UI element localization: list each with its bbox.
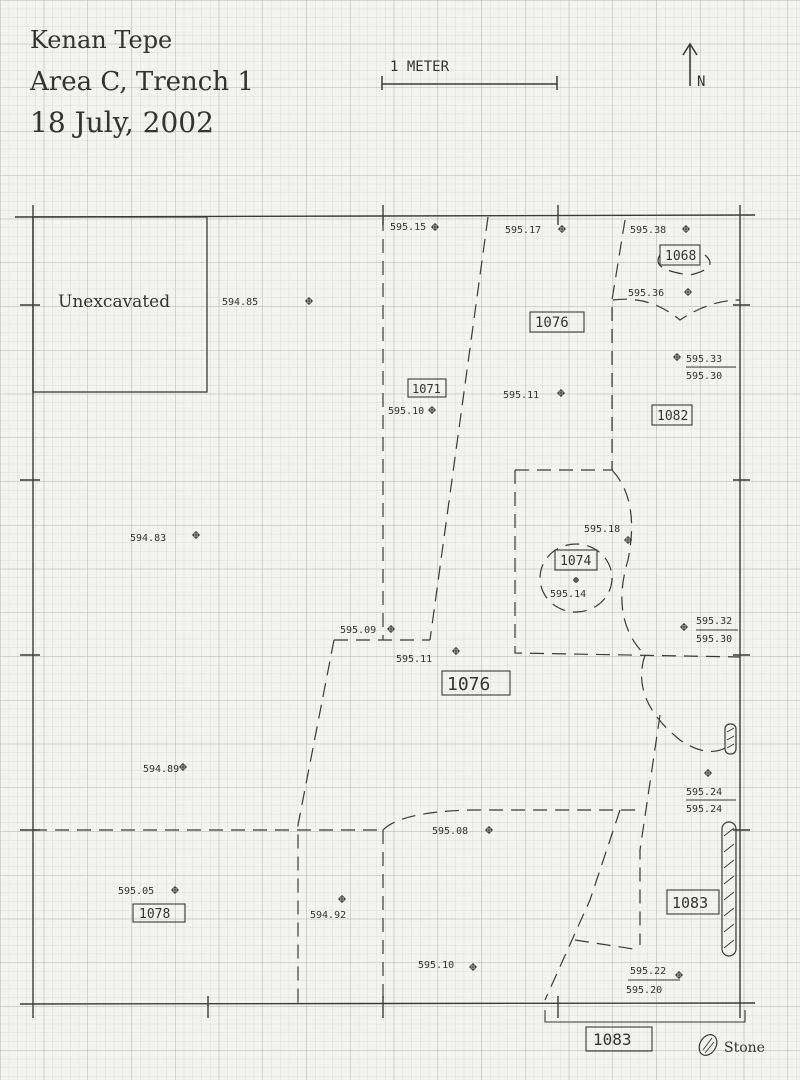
elevation-reading: 594.89: [143, 764, 179, 775]
elevation-reading: 595.10: [418, 960, 454, 971]
locus-label: 1076: [447, 674, 490, 695]
elevation-reading: 595.32: [696, 616, 732, 627]
legend: Stone: [698, 1034, 765, 1056]
locus-box-1074: [554, 549, 598, 571]
elevation-reading: 594.92: [310, 910, 346, 921]
elevation-marker-icon: [675, 971, 683, 979]
elevation-marker-icon: [452, 647, 460, 655]
locus-box-1078: [132, 903, 186, 923]
elevation-marker-icon: [680, 623, 688, 631]
legend-stone-label: Stone: [724, 1040, 765, 1056]
elevation-marker-icon: [624, 536, 632, 544]
scale-bar-label: 1 METER: [390, 59, 450, 75]
elevation-reading: 595.08: [432, 826, 468, 837]
elevation-reading: 595.30: [686, 371, 722, 382]
area-trench-title: Area C, Trench 1: [29, 67, 254, 97]
elevation-reading: 595.14: [550, 589, 586, 600]
locus-label: 1071: [412, 382, 441, 396]
elevation-marker-icon: [179, 763, 187, 771]
scale-bar: 1 METER: [381, 59, 558, 90]
stone-icon: [698, 1034, 718, 1056]
locus-label: 1078: [139, 907, 170, 922]
drawing-date: 18 July, 2002: [30, 106, 214, 139]
elevation-marker-icon: [428, 406, 436, 414]
stone-icon: [721, 821, 737, 957]
elevation-marker-icon: [704, 769, 712, 777]
elevation-reading: 594.85: [222, 297, 258, 308]
locus-box-1083-east: [666, 889, 720, 915]
elevation-marker-icon: [485, 826, 493, 834]
elevation-marker-icon: [557, 389, 565, 397]
elevation-points: 595.15 595.17 595.38 594.85 595.36 595.3…: [118, 222, 738, 996]
unexcavated-label: Unexcavated: [58, 292, 170, 312]
elevation-reading: 595.20: [626, 985, 662, 996]
stone-features: [544, 723, 746, 1023]
elevation-reading: 595.15: [390, 222, 426, 233]
elevation-marker-icon: [192, 531, 200, 539]
elevation-marker-icon: [171, 886, 179, 894]
elevation-reading: 595.11: [396, 654, 432, 665]
stone-icon: [724, 723, 737, 755]
elevation-marker-icon: [573, 577, 579, 583]
elevation-reading: 595.10: [388, 406, 424, 417]
elevation-reading: 595.18: [584, 524, 620, 535]
elevation-reading: 595.24: [686, 804, 722, 815]
locus-label: 1083: [593, 1030, 632, 1049]
elevation-marker-icon: [305, 297, 313, 305]
elevation-marker-icon: [338, 895, 346, 903]
elevation-marker-icon: [684, 288, 692, 296]
feature-boundaries: [33, 216, 741, 1004]
elevation-marker-icon: [469, 963, 477, 971]
elevation-reading: 595.38: [630, 225, 666, 236]
elevation-reading: 595.09: [340, 625, 376, 636]
unexcavated-area: Unexcavated: [32, 216, 208, 393]
elevation-marker-icon: [431, 223, 439, 231]
elevation-reading: 595.05: [118, 886, 154, 897]
locus-box-1071: [407, 378, 447, 398]
locus-label: 1068: [665, 249, 696, 264]
elevation-marker-icon: [558, 225, 566, 233]
locus-box-1068: [659, 244, 701, 266]
elevation-reading: 595.11: [503, 390, 539, 401]
locus-box-1083-south: [585, 1026, 653, 1052]
elevation-marker-icon: [682, 225, 690, 233]
locus-box-1076-north: [529, 311, 585, 333]
elevation-reading: 595.17: [505, 225, 541, 236]
elevation-reading: 595.36: [628, 288, 664, 299]
locus-label: 1083: [672, 894, 708, 912]
locus-label: 1076: [535, 315, 569, 331]
elevation-reading: 595.33: [686, 354, 722, 365]
north-arrow-icon: N: [682, 42, 705, 90]
north-arrow-label: N: [697, 74, 705, 90]
site-name: Kenan Tepe: [30, 26, 172, 54]
elevation-reading: 595.30: [696, 634, 732, 645]
locus-box-1082: [651, 404, 693, 426]
elevation-reading: 594.83: [130, 533, 166, 544]
elevation-marker-icon: [387, 625, 395, 633]
locus-box-1076-center: [441, 670, 511, 696]
elevation-marker-icon: [673, 353, 681, 361]
locus-labels: [132, 244, 720, 1052]
elevation-reading: 595.24: [686, 787, 722, 798]
elevation-reading: 595.22: [630, 966, 666, 977]
locus-label: 1074: [560, 554, 591, 569]
locus-label: 1082: [657, 409, 688, 424]
